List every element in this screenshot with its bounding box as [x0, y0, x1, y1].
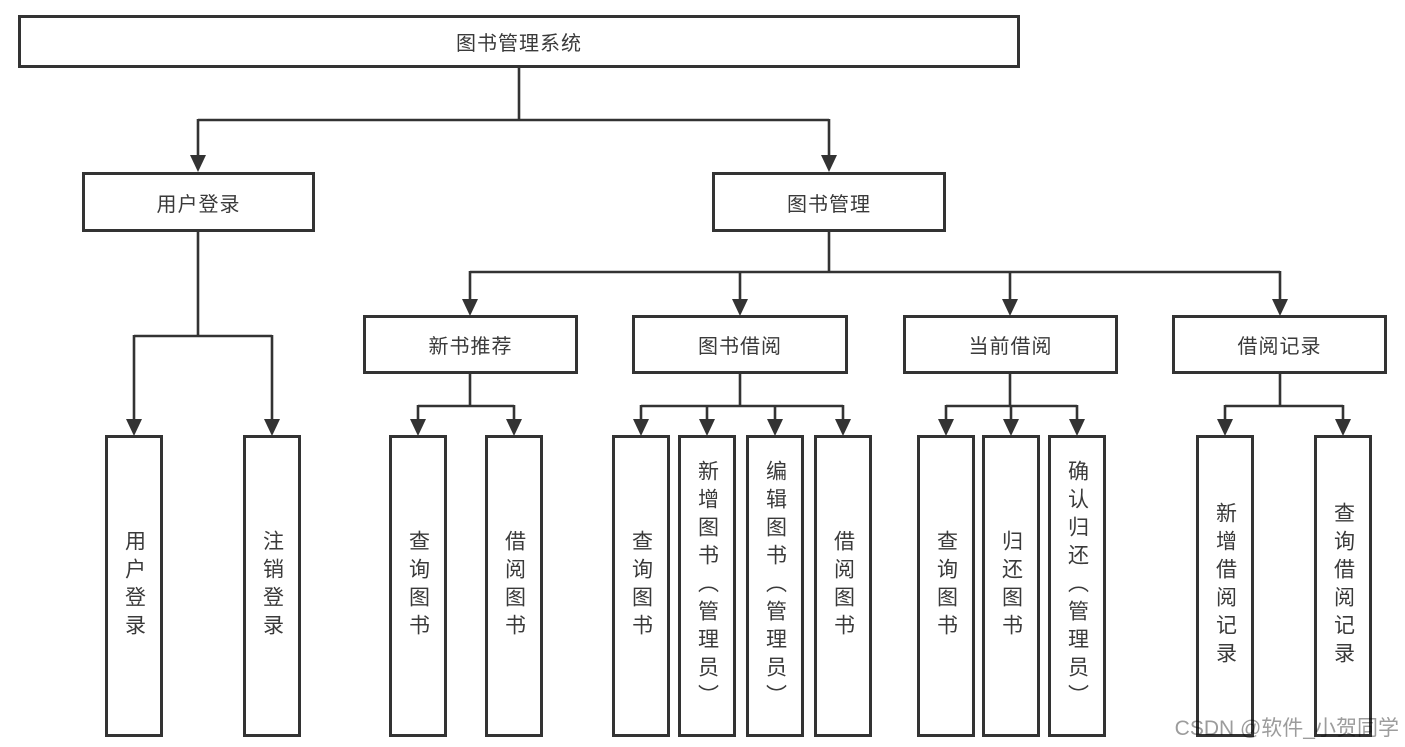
node-leaf-borrow-books-recommend: 借阅图书: [485, 435, 543, 737]
node-label: 图书借阅: [698, 336, 782, 358]
node-leaf-return-books: 归还图书: [982, 435, 1040, 737]
node-label: 新增图书（管理员）: [695, 460, 719, 712]
node-leaf-borrow-books: 借阅图书: [814, 435, 872, 737]
node-label: 借阅记录: [1237, 336, 1322, 358]
node-borrowing-records: 借阅记录: [1172, 315, 1387, 374]
node-label: 新增借阅记录: [1213, 502, 1237, 670]
node-label: 编辑图书（管理员）: [763, 460, 787, 712]
node-label: 新书推荐: [428, 336, 513, 358]
node-label: 查询借阅记录: [1331, 502, 1355, 670]
node-leaf-query-books-borrowing: 查询图书: [612, 435, 670, 737]
node-leaf-add-borrow-record: 新增借阅记录: [1196, 435, 1254, 737]
node-label: 用户登录: [156, 193, 241, 216]
node-label: 确认归还（管理员）: [1065, 460, 1089, 712]
node-leaf-query-borrow-record: 查询借阅记录: [1314, 435, 1372, 737]
node-leaf-confirm-return-admin: 确认归还（管理员）: [1048, 435, 1106, 737]
node-book-management: 图书管理: [712, 172, 946, 232]
csdn-watermark: CSDN @软件_小贺同学: [1174, 717, 1399, 740]
node-leaf-edit-books-admin: 编辑图书（管理员）: [746, 435, 804, 737]
node-leaf-user-login: 用户登录: [105, 435, 163, 737]
node-label: 当前借阅: [968, 336, 1053, 358]
node-label: 查询图书: [934, 530, 958, 642]
node-label: 查询图书: [406, 530, 430, 642]
node-leaf-logout: 注销登录: [243, 435, 301, 737]
node-new-book-recommend: 新书推荐: [363, 315, 578, 374]
node-current-borrowing: 当前借阅: [903, 315, 1118, 374]
node-label: 归还图书: [999, 530, 1023, 642]
node-label: 借阅图书: [502, 530, 526, 642]
node-leaf-query-books-current: 查询图书: [917, 435, 975, 737]
node-label: 用户登录: [122, 530, 146, 642]
node-label: 注销登录: [260, 530, 284, 642]
node-label: 图书管理: [787, 193, 871, 216]
node-label: 查询图书: [629, 530, 653, 642]
node-label: 借阅图书: [831, 530, 855, 642]
node-user-login: 用户登录: [82, 172, 315, 232]
node-root-system: 图书管理系统: [18, 15, 1020, 68]
node-book-borrowing: 图书借阅: [632, 315, 848, 374]
node-label: 图书管理系统: [456, 33, 582, 55]
node-leaf-query-books-recommend: 查询图书: [389, 435, 447, 737]
node-leaf-add-books-admin: 新增图书（管理员）: [678, 435, 736, 737]
